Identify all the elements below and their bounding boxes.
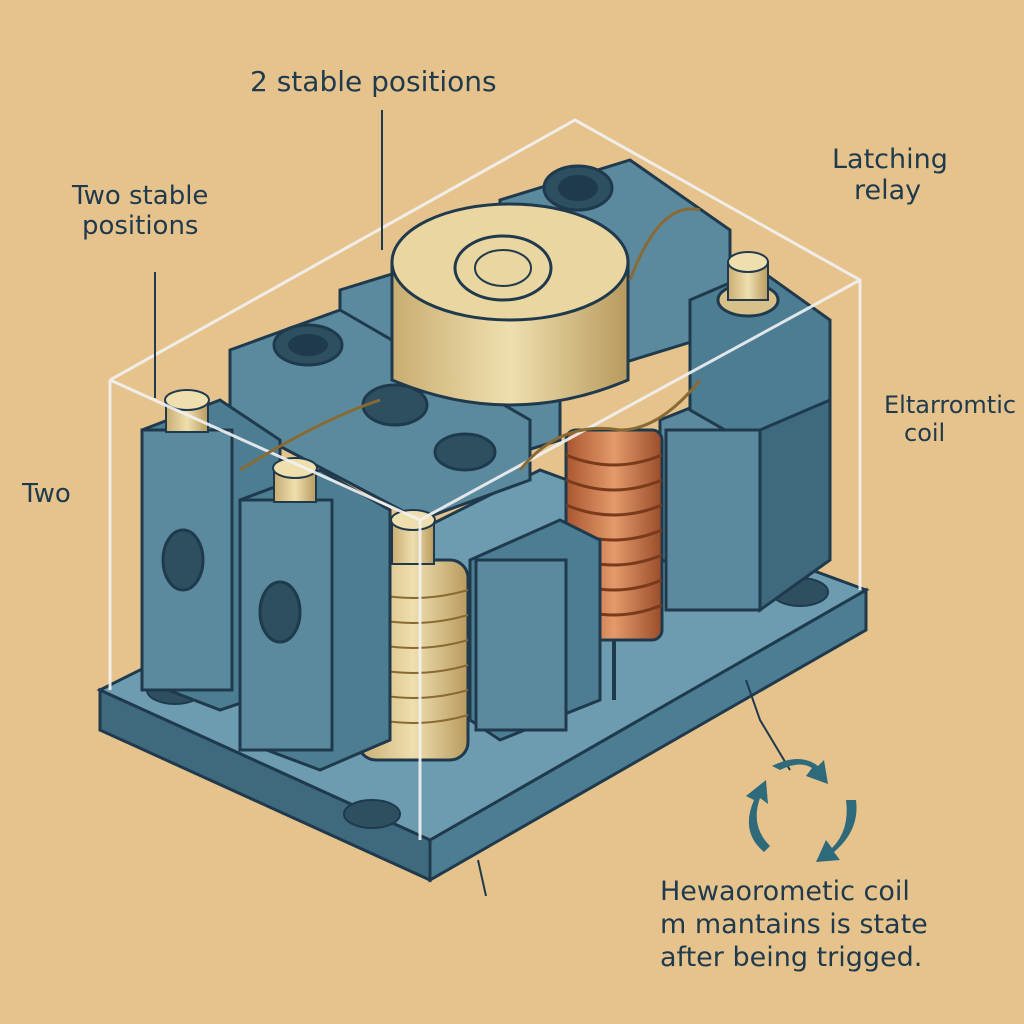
top-label: 2 stable positions <box>250 65 497 98</box>
left-side-label: Two <box>22 479 71 509</box>
middle-block <box>228 308 532 522</box>
brass-cylinder <box>390 202 630 407</box>
cycle-arrows-icon <box>746 759 857 862</box>
center-block <box>468 518 602 742</box>
leader-lines <box>154 110 791 897</box>
coil-label: Eltarromtic coil <box>884 391 1017 447</box>
latching-relay-title: Latching relay <box>832 144 948 207</box>
front-left-blocks <box>140 389 392 772</box>
caption: Hewaorometic coil m mantains is state af… <box>660 876 928 973</box>
wires <box>239 207 702 472</box>
left-label: Two stable positions <box>72 181 209 241</box>
transparent-cover <box>108 118 862 840</box>
